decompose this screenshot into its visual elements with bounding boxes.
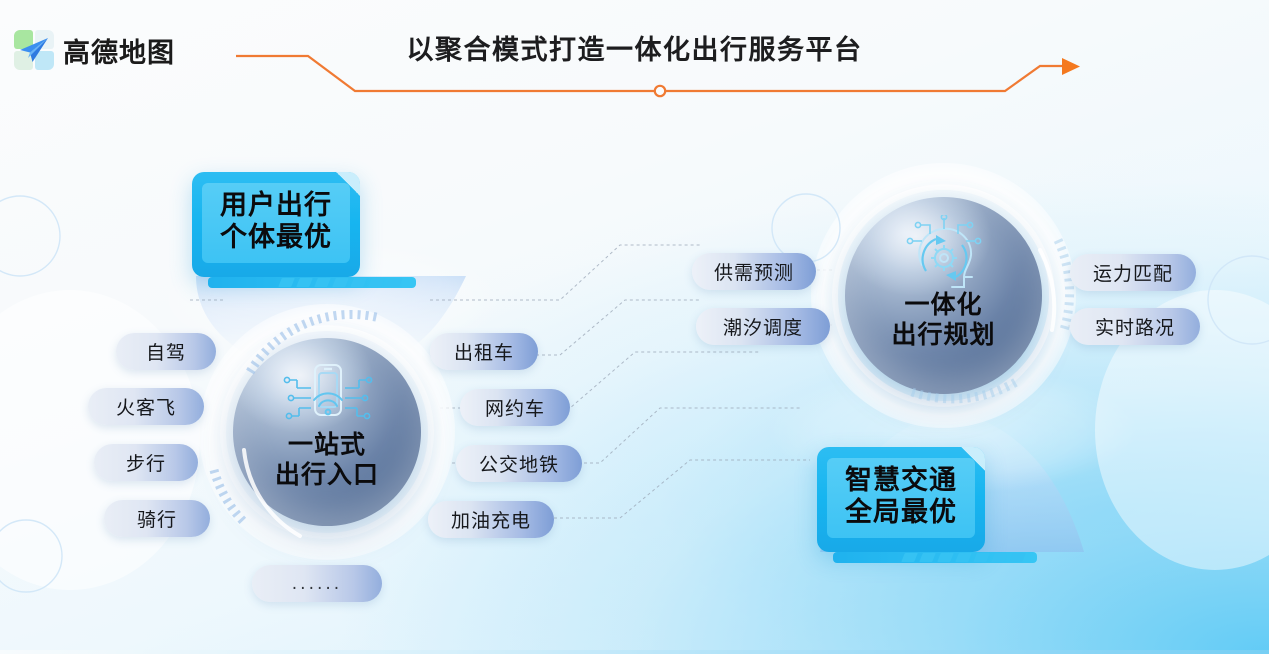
- pill-ride-hailing-label: 网约车: [484, 398, 545, 420]
- banner-smart-traffic: 智慧交通 全局最优: [817, 447, 1037, 563]
- sphere-integrated-planning: 一体化 出行规划: [811, 163, 1076, 428]
- banner-user-travel-line2: 个体最优: [220, 221, 332, 253]
- sphere-one-stop-entry-label: 一站式 出行入口: [233, 430, 421, 490]
- pill-realtime-traffic-label: 实时路况: [1094, 317, 1175, 339]
- banner-smart-traffic-inner: 智慧交通 全局最优: [827, 458, 975, 538]
- sphere-left-line1: 一站式: [287, 430, 366, 459]
- pill-realtime-traffic[interactable]: 实时路况: [1070, 308, 1200, 345]
- sphere-right-line1: 一体化: [904, 290, 983, 319]
- phone-wifi-circuit-icon: [283, 364, 373, 420]
- banner-smart-traffic-body: 智慧交通 全局最优: [817, 447, 985, 552]
- sphere-right-line2: 出行规划: [891, 320, 996, 349]
- pill-capacity-matching[interactable]: 运力匹配: [1070, 254, 1196, 291]
- pill-supply-demand-forecast[interactable]: 供需预测: [692, 253, 816, 290]
- ai-brain-gear-icon: [906, 215, 981, 288]
- pill-train-bus-flight-label: 火客飞: [115, 397, 176, 419]
- pill-capacity-matching-label: 运力匹配: [1092, 263, 1173, 285]
- pill-more[interactable]: ......: [252, 565, 382, 602]
- banner-hash-marks-icon: [278, 277, 403, 287]
- pill-ride-hailing[interactable]: 网约车: [460, 389, 570, 426]
- banner-user-travel: 用户出行 个体最优: [192, 172, 416, 288]
- pill-self-drive-label: 自驾: [145, 342, 186, 364]
- pill-refuel-charge[interactable]: 加油充电: [428, 501, 554, 538]
- pill-supply-demand-forecast-label: 供需预测: [713, 262, 794, 284]
- banner-user-travel-inner: 用户出行 个体最优: [202, 183, 350, 263]
- pill-tidal-dispatch-label: 潮汐调度: [722, 317, 803, 339]
- paper-plane-icon: [20, 38, 48, 62]
- brand-logo: 高德地图: [14, 30, 175, 70]
- pill-walking[interactable]: 步行: [94, 444, 198, 481]
- sphere-integrated-planning-label: 一体化 出行规划: [845, 290, 1042, 350]
- corner-notch-icon: [961, 447, 985, 471]
- banner-smart-traffic-line1: 智慧交通: [845, 465, 957, 496]
- brand-logo-text: 高德地图: [63, 37, 175, 69]
- banner-hash-marks-icon: [901, 552, 1026, 562]
- sphere-one-stop-entry: 一站式 出行入口: [199, 304, 455, 560]
- pill-taxi-label: 出租车: [453, 342, 514, 364]
- pill-bus-metro-label: 公交地铁: [478, 454, 559, 476]
- pill-tidal-dispatch[interactable]: 潮汐调度: [696, 308, 830, 345]
- pill-taxi[interactable]: 出租车: [430, 333, 538, 370]
- pill-more-label: ......: [291, 573, 343, 594]
- corner-notch-icon: [336, 172, 360, 196]
- banner-smart-traffic-line2: 全局最优: [845, 496, 957, 528]
- page-title: 以聚合模式打造一体化出行服务平台: [406, 35, 863, 66]
- sphere-left-line2: 出行入口: [274, 460, 379, 489]
- banner-user-travel-line1: 用户出行: [220, 190, 332, 221]
- pill-cycling-label: 骑行: [136, 509, 177, 531]
- pill-refuel-charge-label: 加油充电: [450, 510, 531, 532]
- pill-walking-label: 步行: [125, 453, 166, 475]
- banner-underbar: [208, 276, 416, 288]
- banner-user-travel-body: 用户出行 个体最优: [192, 172, 360, 277]
- amap-logo-icon: [14, 30, 54, 70]
- pill-cycling[interactable]: 骑行: [104, 500, 210, 537]
- pill-self-drive[interactable]: 自驾: [116, 333, 216, 370]
- banner-underbar: [833, 551, 1037, 563]
- pill-bus-metro[interactable]: 公交地铁: [456, 445, 582, 482]
- pill-train-bus-flight[interactable]: 火客飞: [88, 388, 204, 425]
